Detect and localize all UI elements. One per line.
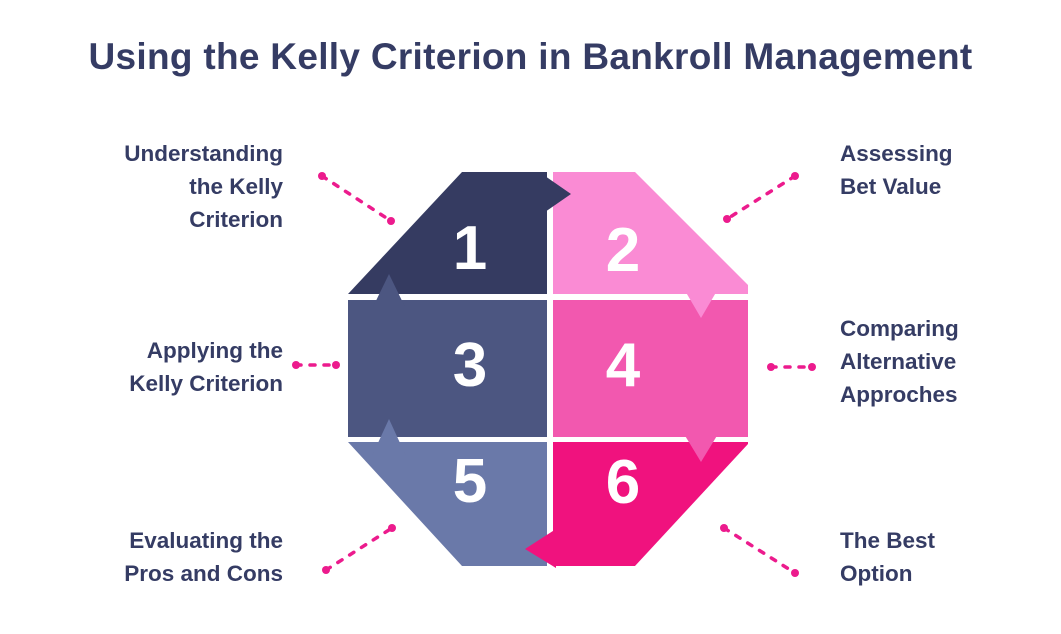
connector-section-6 — [720, 524, 799, 577]
section-5-shape — [348, 442, 547, 566]
section-1-number: 1 — [452, 214, 488, 283]
flow-arrow-2-to-4 — [684, 289, 718, 318]
section-4-number: 4 — [605, 331, 641, 400]
section-1-shape — [348, 172, 547, 294]
section-4-shape — [553, 300, 748, 437]
connector-section-3 — [292, 361, 340, 369]
section-4-label: Comparing Alternative Approches — [840, 316, 959, 407]
page-title: Using the Kelly Criterion in Bankroll Ma… — [88, 36, 973, 77]
section-2-number: 2 — [605, 216, 641, 285]
connector-section-5 — [322, 524, 396, 574]
flow-arrow-6-to-5 — [525, 529, 556, 568]
section-5-number: 5 — [452, 447, 488, 516]
section-6-shape — [553, 442, 748, 566]
section-2-shape — [553, 172, 748, 294]
section-6-label: The Best Option — [840, 528, 936, 586]
connector-section-2 — [723, 172, 799, 223]
flow-arrow-3-to-1 — [372, 274, 406, 309]
section-5-label: Evaluating the Pros and Cons — [124, 528, 283, 586]
flow-arrow-4-to-6 — [684, 434, 718, 462]
section-3-label: Applying the Kelly Criterion — [129, 338, 283, 396]
section-3-shape — [348, 300, 547, 437]
section-3-number: 3 — [452, 331, 488, 400]
flow-arrow-5-to-3 — [372, 419, 406, 456]
flow-arrow-1-to-2 — [545, 176, 571, 212]
connector-section-1 — [318, 172, 395, 225]
section-1-label: Understanding the Kelly Criterion — [124, 141, 283, 232]
section-2-label: Assessing Bet Value — [840, 141, 953, 199]
section-6-number: 6 — [605, 448, 641, 517]
connector-section-4 — [767, 363, 816, 371]
